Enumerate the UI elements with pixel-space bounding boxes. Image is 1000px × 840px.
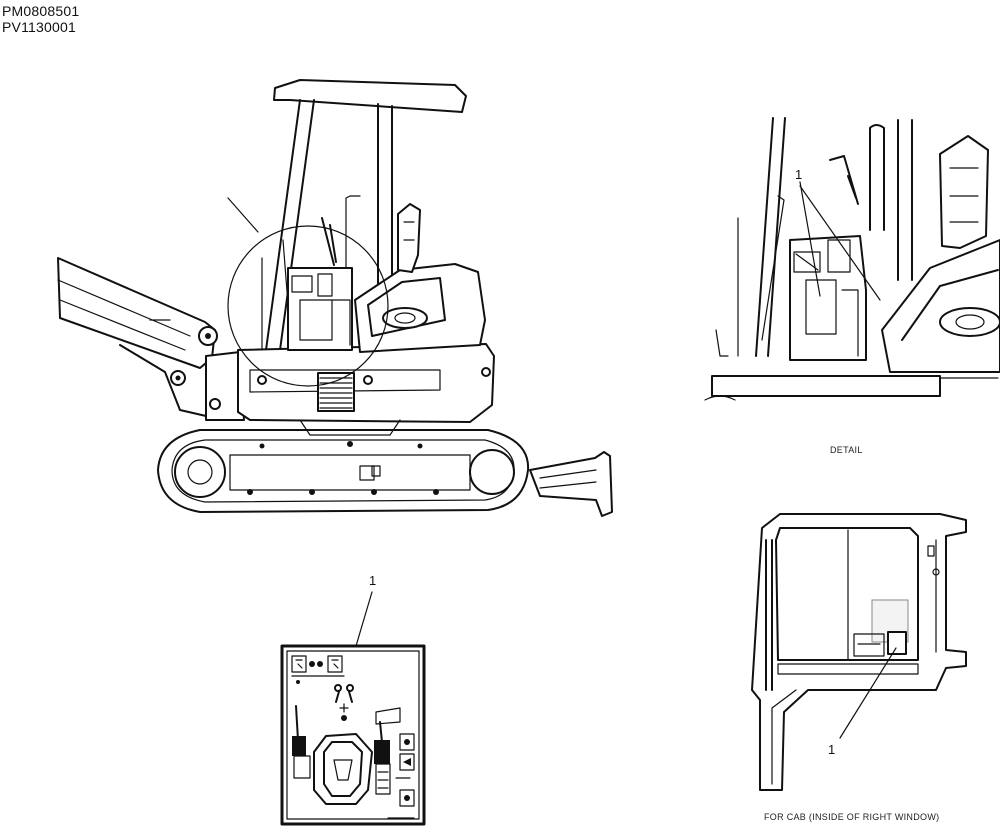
switch-icons	[395, 733, 415, 807]
cab-leader	[839, 647, 897, 739]
drawing-code-2: PV1130001	[2, 19, 76, 35]
cab-caption: FOR CAB (INSIDE OF RIGHT WINDOW)	[764, 812, 940, 822]
canopy-front-post	[265, 99, 315, 351]
callout-number-decal: 1	[369, 573, 377, 588]
dozer-blade	[529, 451, 613, 517]
drive-sprocket	[174, 446, 226, 498]
callout-number-detail: 1	[795, 167, 803, 182]
joystick-icons	[334, 684, 354, 721]
cab-decal	[887, 631, 907, 655]
decal-leader	[355, 591, 373, 647]
pattern-icons	[291, 655, 345, 684]
detail-seat	[939, 135, 989, 249]
detail-leader	[227, 197, 259, 233]
detail-canopy-post	[755, 117, 786, 357]
detail-caption: DETAIL	[830, 445, 863, 455]
callout-number-cab: 1	[828, 742, 836, 757]
left-lever-icon	[292, 705, 311, 779]
operator-console	[287, 267, 353, 351]
radiator-grill	[317, 372, 355, 412]
decal-inner-border	[286, 650, 420, 820]
control-levers	[321, 217, 337, 266]
operator-seat	[397, 203, 421, 273]
detail-floor	[711, 375, 941, 397]
detail-circle	[227, 225, 389, 387]
detail-console	[789, 235, 867, 361]
canopy-roof	[273, 79, 467, 113]
detail-hood	[881, 239, 1000, 373]
seat-icon	[313, 733, 373, 805]
detail-leader	[799, 181, 821, 297]
right-lever-icon	[374, 707, 401, 795]
drawing-code-1: PM0808501	[2, 3, 80, 19]
